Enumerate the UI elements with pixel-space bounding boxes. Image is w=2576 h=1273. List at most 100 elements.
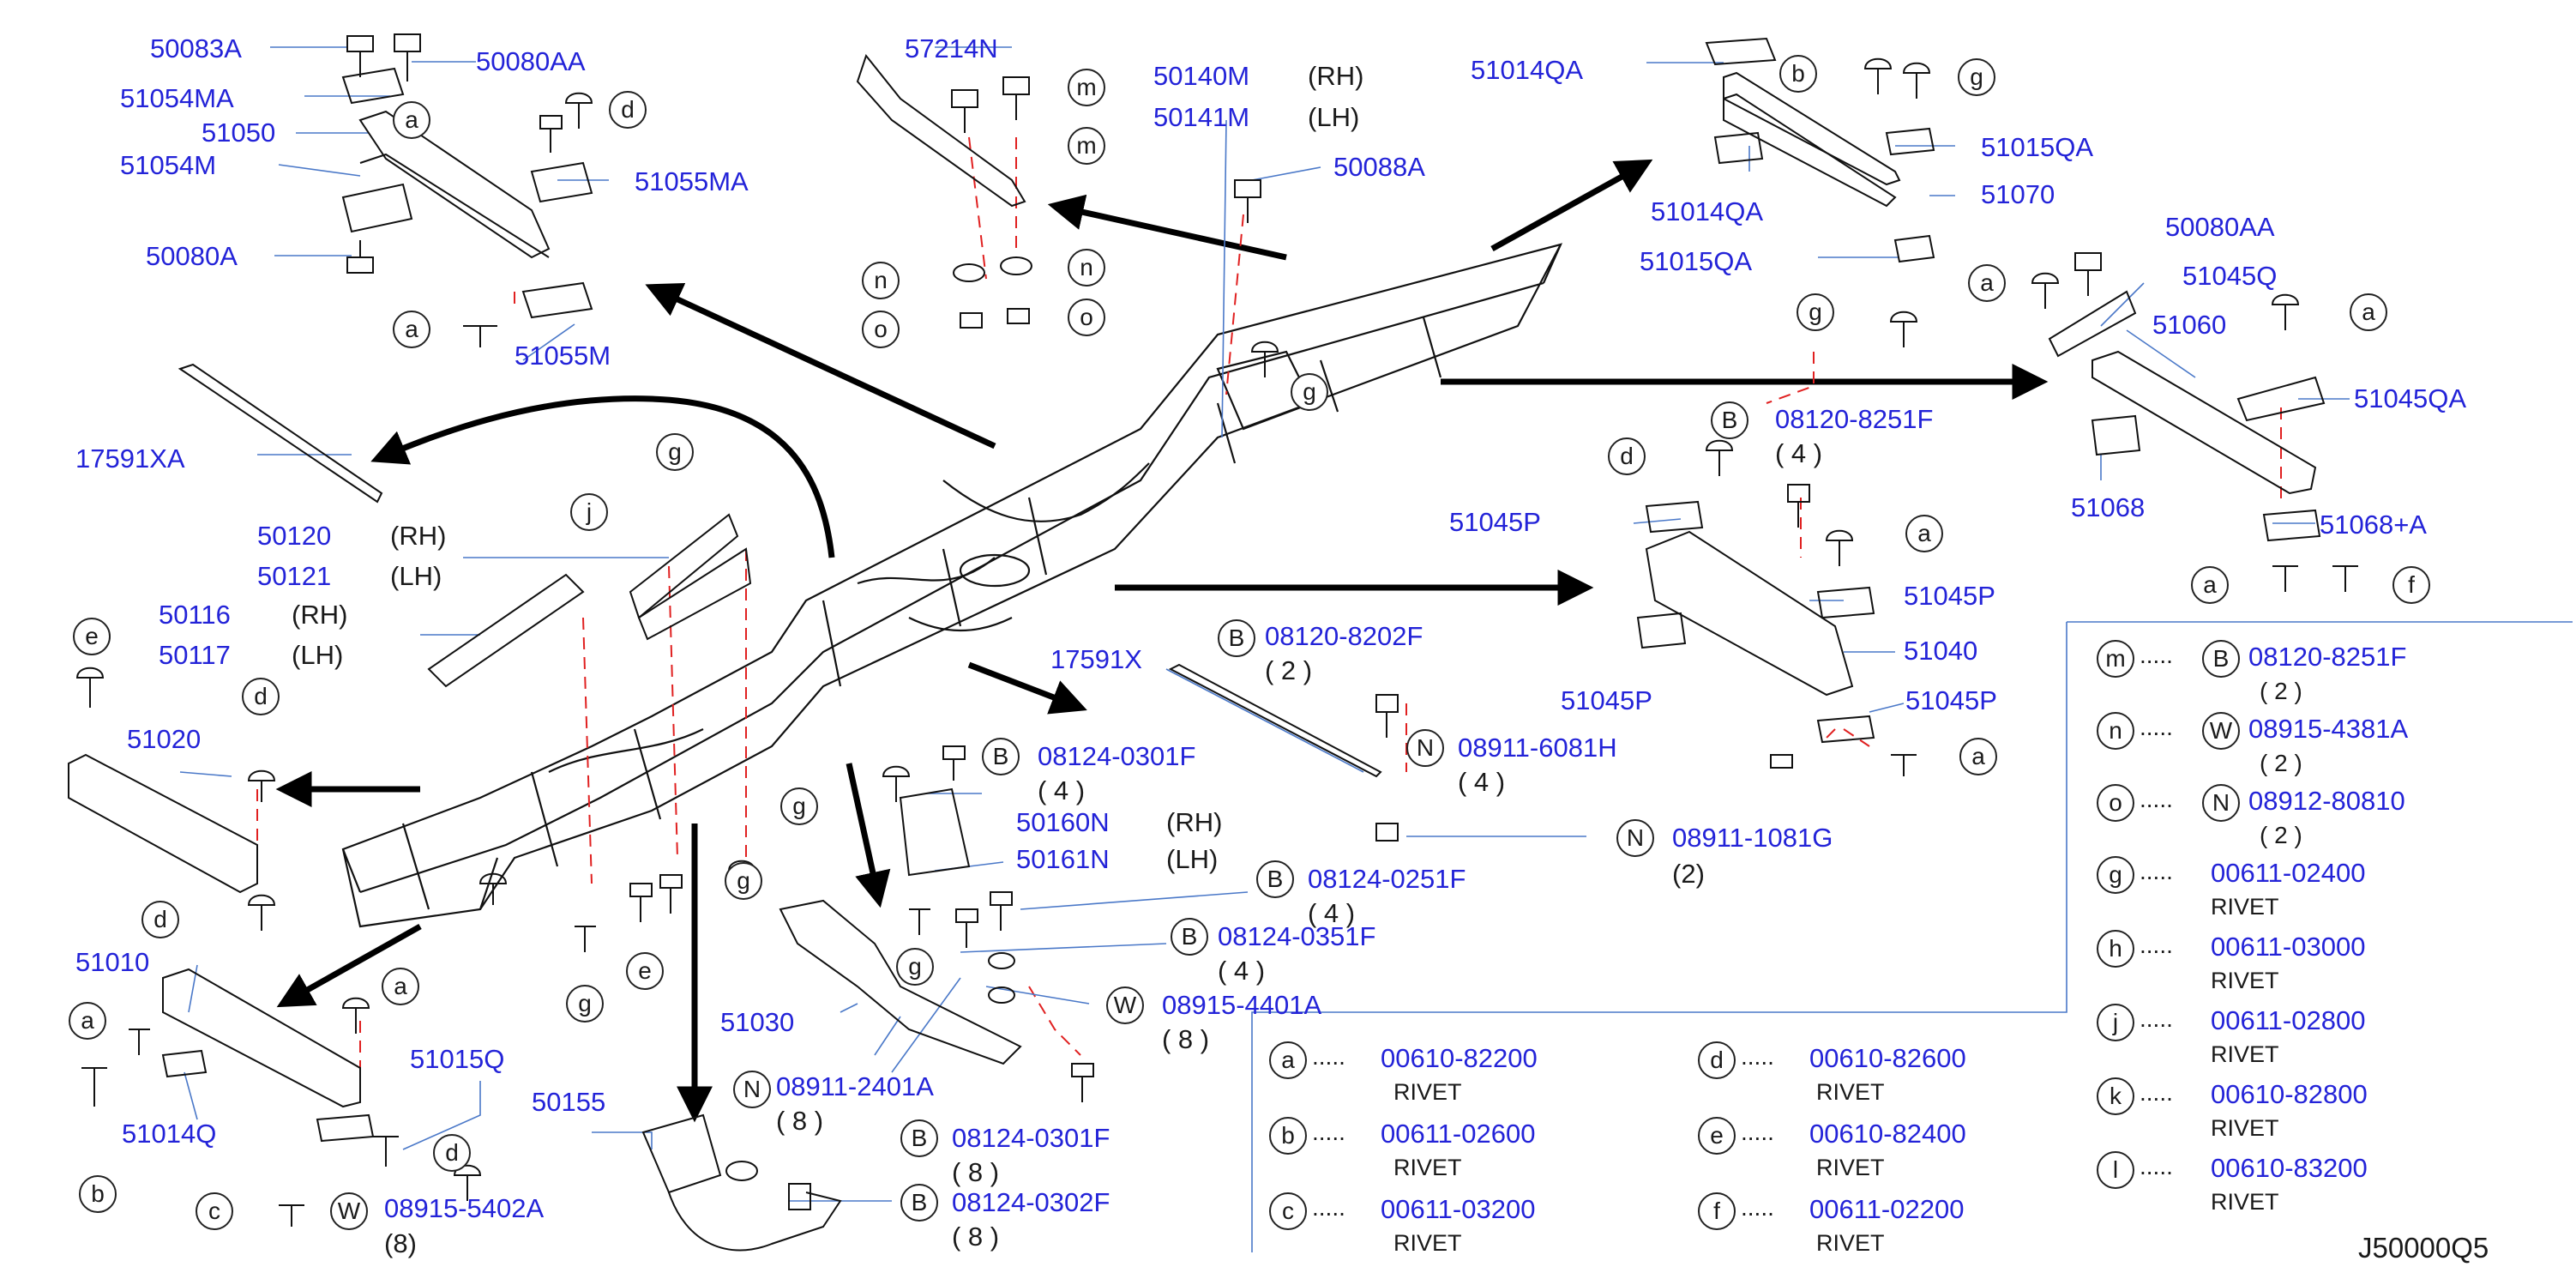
callout-o: o <box>1068 299 1105 336</box>
diagram-id: J50000Q5 <box>2358 1232 2489 1264</box>
label-51045P: 51045P <box>1904 581 1995 611</box>
dashed-leaders <box>256 136 2282 1072</box>
callout-B: B <box>900 1184 938 1222</box>
callout-B: B <box>1171 918 1208 956</box>
legend-dots: ..... <box>1312 1194 1345 1221</box>
callout-d: d <box>242 678 280 715</box>
legend-key-c: c <box>1269 1192 1307 1230</box>
legend-code-j: 00611-02800 <box>2211 1005 2366 1035</box>
pointer-arrows <box>275 159 2049 1123</box>
label-51020: 51020 <box>127 724 202 754</box>
legend-rivet-l: RIVET <box>2211 1189 2279 1215</box>
label-lh: (LH) <box>292 640 344 670</box>
label-rh: (RH) <box>390 521 447 551</box>
legend-code-h: 00611-03000 <box>2211 932 2366 962</box>
legend-key-e: e <box>1698 1117 1736 1155</box>
label-50161N: 50161N <box>1016 844 1110 874</box>
legend-code-l: 00610-83200 <box>2211 1153 2368 1183</box>
legend-key-l: l <box>2097 1151 2134 1189</box>
callout-g: g <box>1797 293 1834 331</box>
callout-g: g <box>566 985 604 1023</box>
label-rh: (RH) <box>1166 807 1223 837</box>
legend-qty-n: ( 2 ) <box>2260 750 2302 776</box>
callout-g: g <box>725 862 762 900</box>
label-51068: 51068 <box>2071 492 2146 522</box>
callout-B: B <box>1711 401 1748 439</box>
legend-dots: ..... <box>1312 1043 1345 1070</box>
label-qty: ( 4 ) <box>1218 956 1266 986</box>
legend-dots: ..... <box>1741 1119 1774 1145</box>
legend-rivet-c: RIVET <box>1393 1230 1462 1256</box>
label-51014Q: 51014Q <box>122 1119 217 1149</box>
callout-f: f <box>2392 566 2430 604</box>
label-51070: 51070 <box>1981 179 2055 209</box>
legend-rivet-k: RIVET <box>2211 1115 2279 1141</box>
legend-key-g: g <box>2097 856 2134 894</box>
legend-dots: ..... <box>2140 1153 2173 1179</box>
callout-g: g <box>780 787 818 825</box>
label-51054M: 51054M <box>120 150 217 180</box>
legend-key-m: m <box>2097 640 2134 678</box>
legend-rivet-b: RIVET <box>1393 1155 1462 1180</box>
legend-key-b: b <box>1269 1117 1307 1155</box>
callout-B: B <box>1218 619 1255 657</box>
label-qty: ( 4 ) <box>1458 767 1506 797</box>
legend-rivet-h: RIVET <box>2211 968 2279 993</box>
callout-B: B <box>1256 860 1294 898</box>
label-50141M: 50141M <box>1153 102 1250 132</box>
label-50083A: 50083A <box>150 33 242 63</box>
legend-code-f: 00611-02200 <box>1809 1194 1965 1224</box>
legend-prefix-W: W <box>2202 712 2240 750</box>
callout-B: B <box>982 738 1020 775</box>
callout-d: d <box>433 1134 471 1172</box>
callout-c: c <box>196 1192 233 1230</box>
component-sketches <box>68 33 2358 1252</box>
legend-dots: ..... <box>2140 1079 2173 1106</box>
label-50117: 50117 <box>159 640 231 670</box>
callout-b: b <box>1779 55 1817 93</box>
callout-n: n <box>1068 249 1105 287</box>
legend-rivet-e: RIVET <box>1816 1155 1885 1180</box>
label-51055M: 51055M <box>515 341 611 371</box>
label-50116: 50116 <box>159 600 231 630</box>
callout-g: g <box>896 948 934 986</box>
callout-m: m <box>1068 69 1105 106</box>
label-51045P: 51045P <box>1905 685 1997 715</box>
legend-dots: ..... <box>2140 786 2173 812</box>
label-lh: (LH) <box>1166 844 1219 874</box>
label-08124-0301F: 08124-0301F <box>1038 741 1196 771</box>
legend-rivet-j: RIVET <box>2211 1041 2279 1067</box>
callout-a: a <box>1959 738 1997 775</box>
legend-code-g: 00611-02400 <box>2211 858 2366 888</box>
label-51014QA: 51014QA <box>1651 196 1763 226</box>
legend-code-d: 00610-82600 <box>1809 1043 1966 1073</box>
label-51055MA: 51055MA <box>635 166 749 196</box>
callout-d: d <box>1608 437 1646 475</box>
label-qty: ( 2 ) <box>1265 655 1313 685</box>
legend-code-b: 00611-02600 <box>1381 1119 1536 1149</box>
callout-j: j <box>570 493 608 531</box>
legend-code-e: 00610-82400 <box>1809 1119 1966 1149</box>
label-51010: 51010 <box>75 947 150 977</box>
legend-key-f: f <box>1698 1192 1736 1230</box>
label-50121: 50121 <box>257 561 332 591</box>
legend-code-m: 08120-8251F <box>2248 642 2407 672</box>
label-qty: (8) <box>384 1228 417 1258</box>
main-frame <box>341 243 1563 928</box>
label-qty: ( 4 ) <box>1038 775 1086 805</box>
label-51015Q: 51015Q <box>410 1044 505 1074</box>
label-qty: ( 4 ) <box>1308 898 1356 928</box>
label-51045Q: 51045Q <box>2182 261 2278 291</box>
legend-dots: ..... <box>2140 642 2173 668</box>
label-08124-0251F: 08124-0251F <box>1308 864 1466 894</box>
label-50080AA: 50080AA <box>2165 212 2275 242</box>
legend-rivet-d: RIVET <box>1816 1079 1885 1105</box>
label-qty: (2) <box>1672 859 1705 889</box>
label-08120-8251F: 08120-8251F <box>1775 404 1934 434</box>
label-51054MA: 51054MA <box>120 83 234 113</box>
callout-a: a <box>2191 566 2229 604</box>
label-50140M: 50140M <box>1153 61 1250 91</box>
label-qty: ( 8 ) <box>1162 1024 1210 1054</box>
label-51050: 51050 <box>202 118 276 148</box>
legend-dots: ..... <box>2140 932 2173 958</box>
